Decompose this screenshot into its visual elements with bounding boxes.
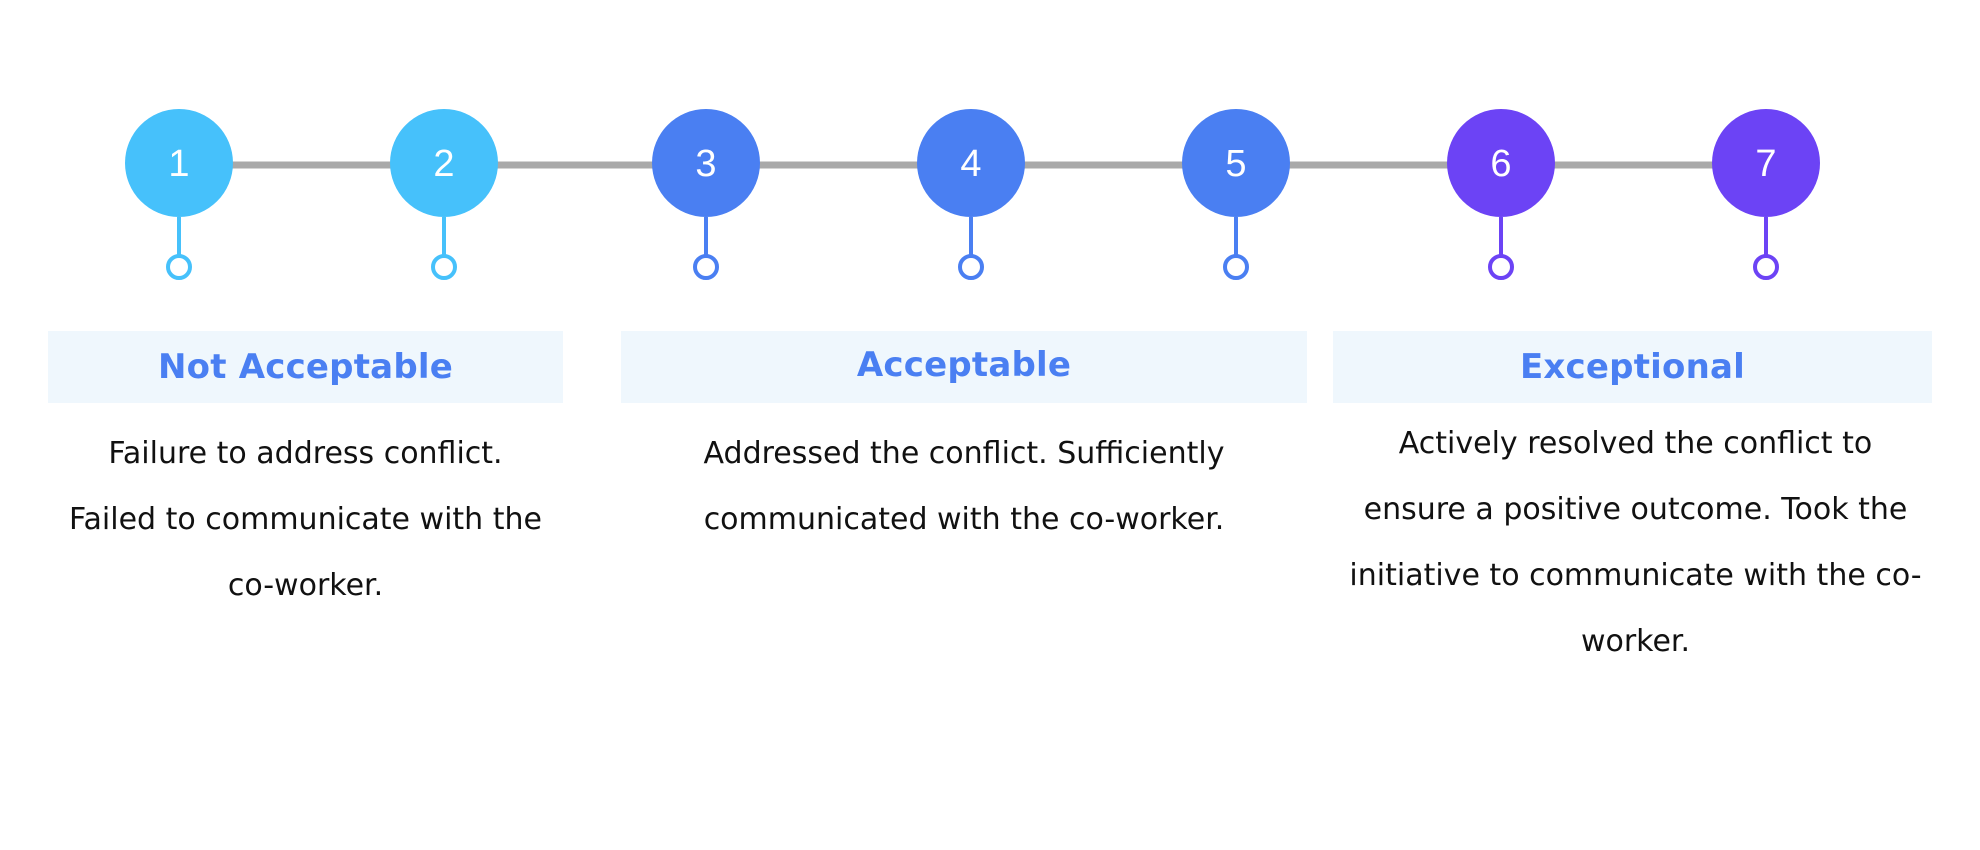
step-circle — [652, 109, 760, 217]
step-pin-dot — [1223, 254, 1249, 280]
step-number: 4 — [960, 143, 981, 185]
scale-steps: 1 2 3 4 5 6 7 — [125, 109, 1820, 280]
panel-header: Acceptable — [621, 331, 1307, 403]
step-pin-dot — [1488, 254, 1514, 280]
step-number: 6 — [1490, 143, 1511, 185]
step-number: 2 — [433, 143, 454, 185]
step-pin-dot — [1753, 254, 1779, 280]
scale-step-5: 5 — [1182, 109, 1290, 280]
step-pin-dot — [958, 254, 984, 280]
panel-title-acceptable: Acceptable — [856, 345, 1072, 385]
step-number: 5 — [1225, 143, 1246, 185]
step-circle — [390, 109, 498, 217]
panel-description-not-acceptable: Failure to address conflict. Failed to c… — [69, 436, 542, 603]
step-pin-dot — [693, 254, 719, 280]
step-number: 3 — [695, 143, 716, 185]
scale-step-6: 6 — [1447, 109, 1555, 280]
panel-title-exceptional: Exceptional — [1520, 347, 1745, 387]
scale-step-2: 2 — [390, 109, 498, 280]
scale-step-3: 3 — [652, 109, 760, 280]
scale-step-4: 4 — [917, 109, 1025, 280]
scale-step-1: 1 — [125, 109, 233, 280]
step-circle — [1712, 109, 1820, 217]
panel-description-exceptional: Actively resolved the conflict to ensure… — [1349, 426, 1922, 659]
step-circle — [125, 109, 233, 217]
panel-header: Not Acceptable — [48, 331, 563, 403]
panel-acceptable: Acceptable Addressed the conflict. Suffi… — [621, 331, 1307, 731]
step-circle — [1182, 109, 1290, 217]
step-circle — [917, 109, 1025, 217]
panel-header: Exceptional — [1333, 331, 1932, 403]
scale-step-7: 7 — [1712, 109, 1820, 280]
panel-description-acceptable: Addressed the conflict. Sufficiently com… — [703, 436, 1225, 537]
panel-not-acceptable: Not Acceptable Failure to address confli… — [48, 331, 563, 731]
step-pin-dot — [166, 254, 192, 280]
step-number: 7 — [1755, 143, 1776, 185]
panel-exceptional: Exceptional Actively resolved the confli… — [1333, 331, 1932, 731]
step-circle — [1447, 109, 1555, 217]
step-pin-dot — [431, 254, 457, 280]
step-number: 1 — [168, 143, 189, 185]
panel-title-not-acceptable: Not Acceptable — [158, 347, 453, 387]
